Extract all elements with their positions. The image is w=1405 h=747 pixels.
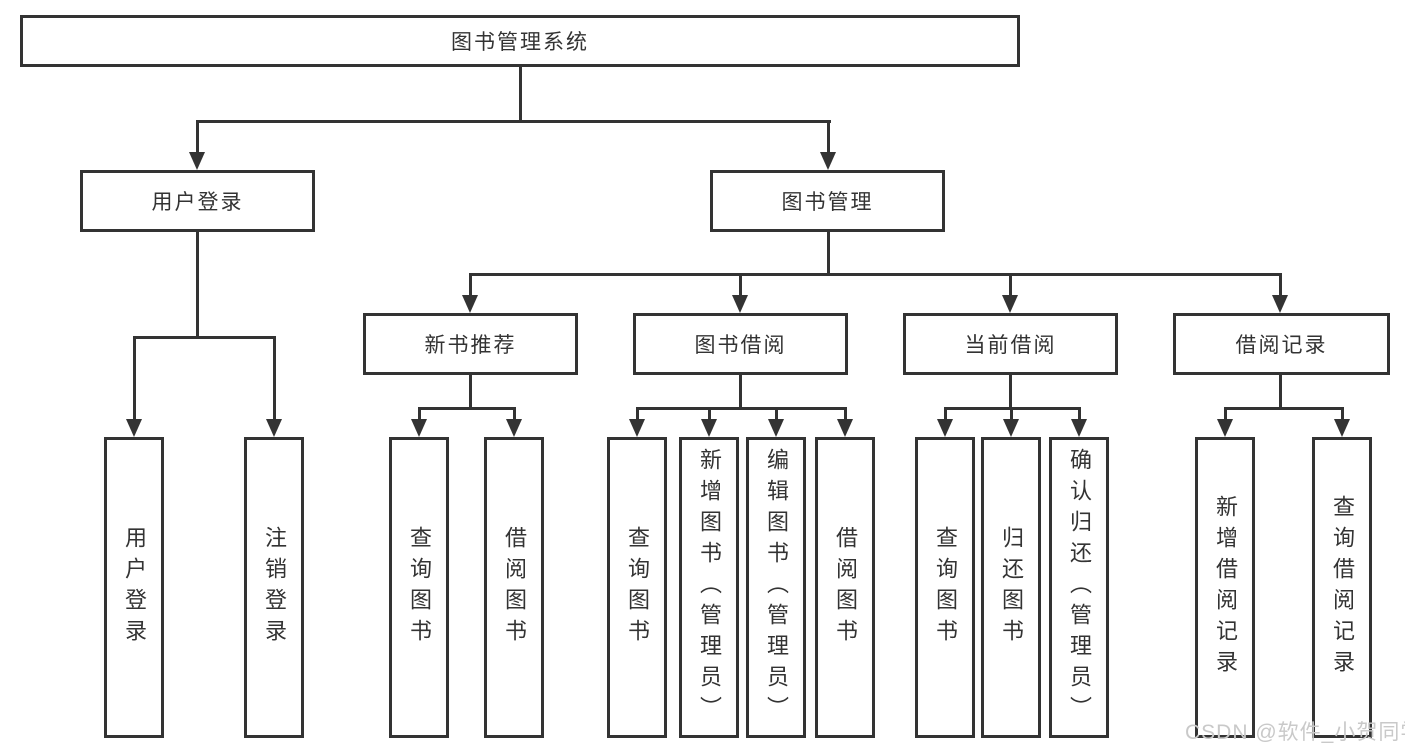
connector [417, 407, 421, 421]
node-user-login-label: 用户登录 [151, 191, 244, 214]
node-book-borrow: 图书借阅 [633, 313, 848, 375]
connector [635, 407, 847, 410]
connector [1008, 273, 1012, 297]
node-current-borrow: 当前借阅 [903, 313, 1118, 375]
leaf-borrow-edit-books-admin-label: 编辑图书（管理员） [764, 448, 789, 727]
arrowhead-icon [732, 295, 748, 313]
connector [468, 273, 1282, 276]
arrowhead-icon [462, 295, 478, 313]
node-current-borrow-label: 当前借阅 [964, 334, 1057, 357]
connector [1340, 407, 1344, 421]
leaf-current-return-books-label: 归还图书 [999, 525, 1024, 650]
connector [1278, 375, 1282, 410]
arrowhead-icon [1334, 419, 1350, 437]
leaf-newbook-query-books: 查询图书 [389, 437, 449, 738]
leaf-borrow-add-books-admin: 新增图书（管理员） [679, 437, 739, 738]
leaf-user-login-label: 用户登录 [122, 525, 147, 650]
connector [1077, 407, 1081, 421]
arrowhead-icon [266, 419, 282, 437]
leaf-record-query-borrow-record: 查询借阅记录 [1312, 437, 1372, 738]
arrowhead-icon [937, 419, 953, 437]
connector [738, 375, 742, 410]
leaf-borrow-edit-books-admin: 编辑图书（管理员） [746, 437, 806, 738]
arrowhead-icon [1003, 419, 1019, 437]
leaf-record-add-borrow-record: 新增借阅记录 [1195, 437, 1255, 738]
node-new-book-recommend-label: 新书推荐 [424, 334, 517, 357]
connector [468, 273, 472, 297]
connector [843, 407, 847, 421]
connector [1009, 407, 1013, 421]
arrowhead-icon [701, 419, 717, 437]
arrowhead-icon [629, 419, 645, 437]
connector [738, 273, 742, 297]
arrowhead-icon [126, 419, 142, 437]
arrowhead-icon [506, 419, 522, 437]
connector [1008, 375, 1012, 410]
arrowhead-icon [1217, 419, 1233, 437]
node-book-management: 图书管理 [710, 170, 945, 232]
connector [1223, 407, 1344, 410]
connector [826, 232, 830, 276]
connector [417, 407, 516, 410]
connector [635, 407, 639, 421]
leaf-current-confirm-return-admin-label: 确认归还（管理员） [1067, 448, 1092, 727]
leaf-borrow-borrow-books: 借阅图书 [815, 437, 875, 738]
connector [512, 407, 516, 421]
connector [132, 336, 276, 339]
arrowhead-icon [411, 419, 427, 437]
leaf-borrow-borrow-books-label: 借阅图书 [833, 525, 858, 650]
leaf-borrow-query-books: 查询图书 [607, 437, 667, 738]
connector [195, 232, 199, 339]
connector [272, 336, 276, 421]
connector [518, 67, 522, 121]
leaf-newbook-query-books-label: 查询图书 [407, 525, 432, 650]
connector [774, 407, 778, 421]
connector [132, 336, 136, 421]
leaf-user-login: 用户登录 [104, 437, 164, 738]
node-book-borrow-label: 图书借阅 [694, 334, 787, 357]
leaf-newbook-borrow-books: 借阅图书 [484, 437, 544, 738]
connector [195, 120, 199, 154]
connector [468, 375, 472, 410]
leaf-record-add-borrow-record-label: 新增借阅记录 [1213, 494, 1238, 681]
csdn-watermark: CSDN @软件_小贺同学 [1185, 721, 1405, 744]
node-borrow-record: 借阅记录 [1173, 313, 1390, 375]
connector [707, 407, 711, 421]
leaf-record-query-borrow-record-label: 查询借阅记录 [1330, 494, 1355, 681]
node-user-login: 用户登录 [80, 170, 315, 232]
node-root-label: 图书管理系统 [451, 31, 589, 54]
arrowhead-icon [768, 419, 784, 437]
leaf-borrow-query-books-label: 查询图书 [625, 525, 650, 650]
arrowhead-icon [1002, 295, 1018, 313]
leaf-current-return-books: 归还图书 [981, 437, 1041, 738]
connector [1223, 407, 1227, 421]
arrowhead-icon [189, 152, 205, 170]
leaf-borrow-add-books-admin-label: 新增图书（管理员） [697, 448, 722, 727]
connector [195, 120, 831, 123]
arrowhead-icon [1272, 295, 1288, 313]
leaf-newbook-borrow-books-label: 借阅图书 [502, 525, 527, 650]
leaf-logout: 注销登录 [244, 437, 304, 738]
leaf-current-confirm-return-admin: 确认归还（管理员） [1049, 437, 1109, 738]
arrowhead-icon [820, 152, 836, 170]
connector [943, 407, 947, 421]
node-root: 图书管理系统 [20, 15, 1020, 67]
connector [1278, 273, 1282, 297]
node-borrow-record-label: 借阅记录 [1235, 334, 1328, 357]
leaf-logout-label: 注销登录 [262, 525, 287, 650]
node-new-book-recommend: 新书推荐 [363, 313, 578, 375]
arrowhead-icon [1071, 419, 1087, 437]
connector [826, 120, 830, 154]
node-book-management-label: 图书管理 [781, 191, 874, 214]
leaf-current-query-books: 查询图书 [915, 437, 975, 738]
arrowhead-icon [837, 419, 853, 437]
leaf-current-query-books-label: 查询图书 [933, 525, 958, 650]
